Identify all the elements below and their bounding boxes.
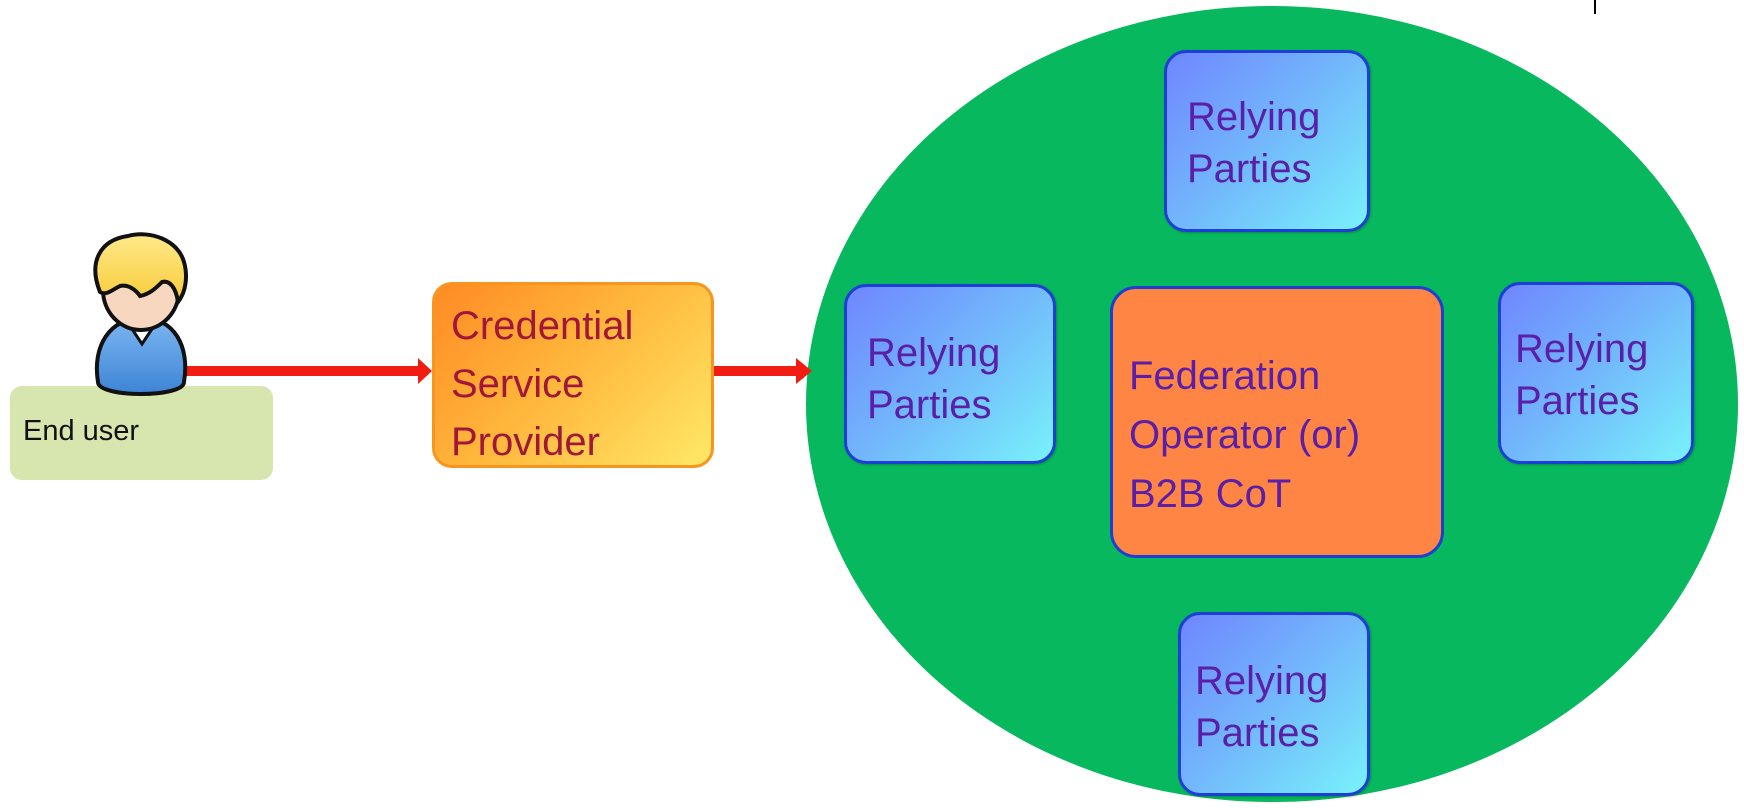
arrow-user-to-csp <box>186 358 432 384</box>
federation-operator-box: Federation Operator (or) B2B CoT <box>1110 286 1444 558</box>
csp-line-3: Provider <box>451 420 600 464</box>
relying-parties-left-line-2: Parties <box>867 383 992 427</box>
relying-parties-right-box: Relying Parties <box>1498 282 1694 464</box>
credential-service-provider-box: Credential Service Provider <box>432 282 714 468</box>
federation-operator-line-1: Federation <box>1129 354 1321 398</box>
relying-parties-top-line-1: Relying <box>1187 95 1321 139</box>
csp-line-1: Credential <box>451 304 634 348</box>
relying-parties-top-line-2: Parties <box>1187 147 1312 191</box>
end-user-label: End user <box>23 415 140 447</box>
relying-parties-bottom-box: Relying Parties <box>1178 612 1370 796</box>
relying-parties-left-line-1: Relying <box>867 331 1001 375</box>
relying-parties-bottom-line-2: Parties <box>1195 711 1320 755</box>
relying-parties-right-line-2: Parties <box>1515 379 1640 423</box>
relying-parties-left-box: Relying Parties <box>844 284 1056 464</box>
relying-parties-right-line-1: Relying <box>1515 327 1649 371</box>
relying-parties-bottom-line-1: Relying <box>1195 659 1329 703</box>
relying-parties-top-box: Relying Parties <box>1164 50 1370 232</box>
federation-operator-line-2: Operator (or) <box>1129 413 1361 457</box>
federation-operator-line-3: B2B CoT <box>1129 472 1292 516</box>
csp-line-2: Service <box>451 362 585 406</box>
end-user-box: End user <box>10 386 273 480</box>
divider-mark <box>1594 0 1596 14</box>
arrow-csp-to-federation <box>714 358 812 384</box>
